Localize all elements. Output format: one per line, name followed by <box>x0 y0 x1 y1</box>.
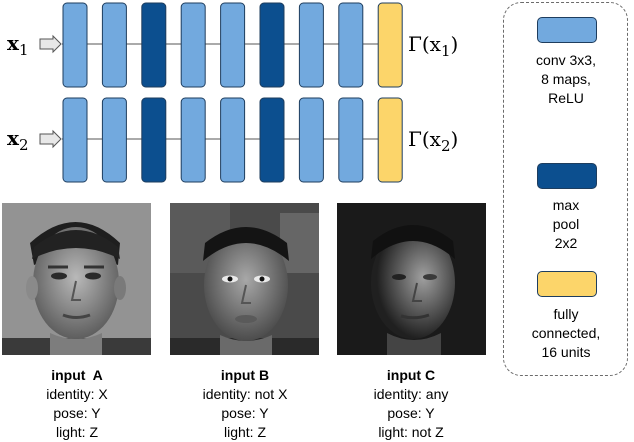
siamese-network-diagram: x1 Γ(x1) x2 Γ(x2) <box>7 2 458 183</box>
legend-conv-label: conv 3x3, 8 maps, ReLU <box>536 52 596 106</box>
output-close: ) <box>451 32 459 56</box>
legend-conv-swatch <box>537 17 597 43</box>
input-b-identity: identity: not X <box>202 386 288 402</box>
input-c-pose: pose: Y <box>387 405 435 421</box>
input-a-identity: identity: X <box>46 386 108 402</box>
fc-layer-block <box>377 2 403 88</box>
face-photo-a <box>2 203 151 355</box>
legend-fc-label: fully connected, 16 units <box>531 306 601 360</box>
legend-pool-label: max pool 2x2 <box>552 197 580 251</box>
conv-layer-block <box>338 2 364 88</box>
conv-layer-block <box>101 97 127 183</box>
conv-layer-block <box>338 97 364 183</box>
output-gamma: Γ(x <box>408 32 442 56</box>
pool-layer-block <box>259 2 285 88</box>
input-b-caption: input B identity: not X pose: Y light: Z <box>160 366 330 442</box>
conv-layer-block <box>220 97 246 183</box>
legend-pool-swatch <box>537 163 597 189</box>
pool-layer-block <box>141 97 167 183</box>
output-label: Γ(x2) <box>408 127 458 155</box>
input-a-pose: pose: Y <box>53 405 101 421</box>
input-symbol: x <box>7 31 20 55</box>
conv-layer-block <box>298 97 324 183</box>
output-label: Γ(x1) <box>408 32 458 60</box>
input-a-caption: input A identity: X pose: Y light: Z <box>0 366 162 442</box>
input-a-light: light: Z <box>55 424 98 440</box>
face-photo-c <box>337 203 486 355</box>
conv-layer-block <box>180 2 206 88</box>
conv-layer-block <box>62 2 88 88</box>
input-c-identity: identity: any <box>373 386 449 402</box>
conv-layer-block <box>101 2 127 88</box>
network-row-1: x1 Γ(x1) <box>7 2 458 88</box>
output-index: 1 <box>441 42 451 60</box>
input-label: x2 <box>7 126 28 154</box>
input-b-light: light: Z <box>223 424 266 440</box>
input-index: 1 <box>19 41 29 59</box>
input-c-caption: input C identity: any pose: Y light: not… <box>326 366 496 442</box>
network-row-2: x2 Γ(x2) <box>7 97 458 183</box>
legend-fc-swatch <box>537 271 597 297</box>
input-a-title: input A <box>51 367 103 383</box>
input-symbol: x <box>7 126 20 150</box>
conv-layer-block <box>220 2 246 88</box>
input-b-title: input B <box>220 367 270 383</box>
layer-legend: conv 3x3, 8 maps, ReLU max pool 2x2 full… <box>503 2 628 376</box>
pool-layer-block <box>141 2 167 88</box>
fc-layer-block <box>377 97 403 183</box>
input-c-light: light: not Z <box>378 424 444 440</box>
input-label: x1 <box>7 31 28 59</box>
conv-layer-block <box>62 97 88 183</box>
output-close: ) <box>451 127 459 151</box>
input-c-title: input C <box>386 367 436 383</box>
output-index: 2 <box>441 137 451 155</box>
face-photo-b <box>170 203 319 355</box>
output-gamma: Γ(x <box>408 127 442 151</box>
input-b-pose: pose: Y <box>221 405 269 421</box>
conv-layer-block <box>180 97 206 183</box>
input-arrow-icon <box>39 34 62 54</box>
pool-layer-block <box>259 97 285 183</box>
conv-layer-block <box>298 2 324 88</box>
input-index: 2 <box>19 136 29 154</box>
input-arrow-icon <box>39 129 62 149</box>
